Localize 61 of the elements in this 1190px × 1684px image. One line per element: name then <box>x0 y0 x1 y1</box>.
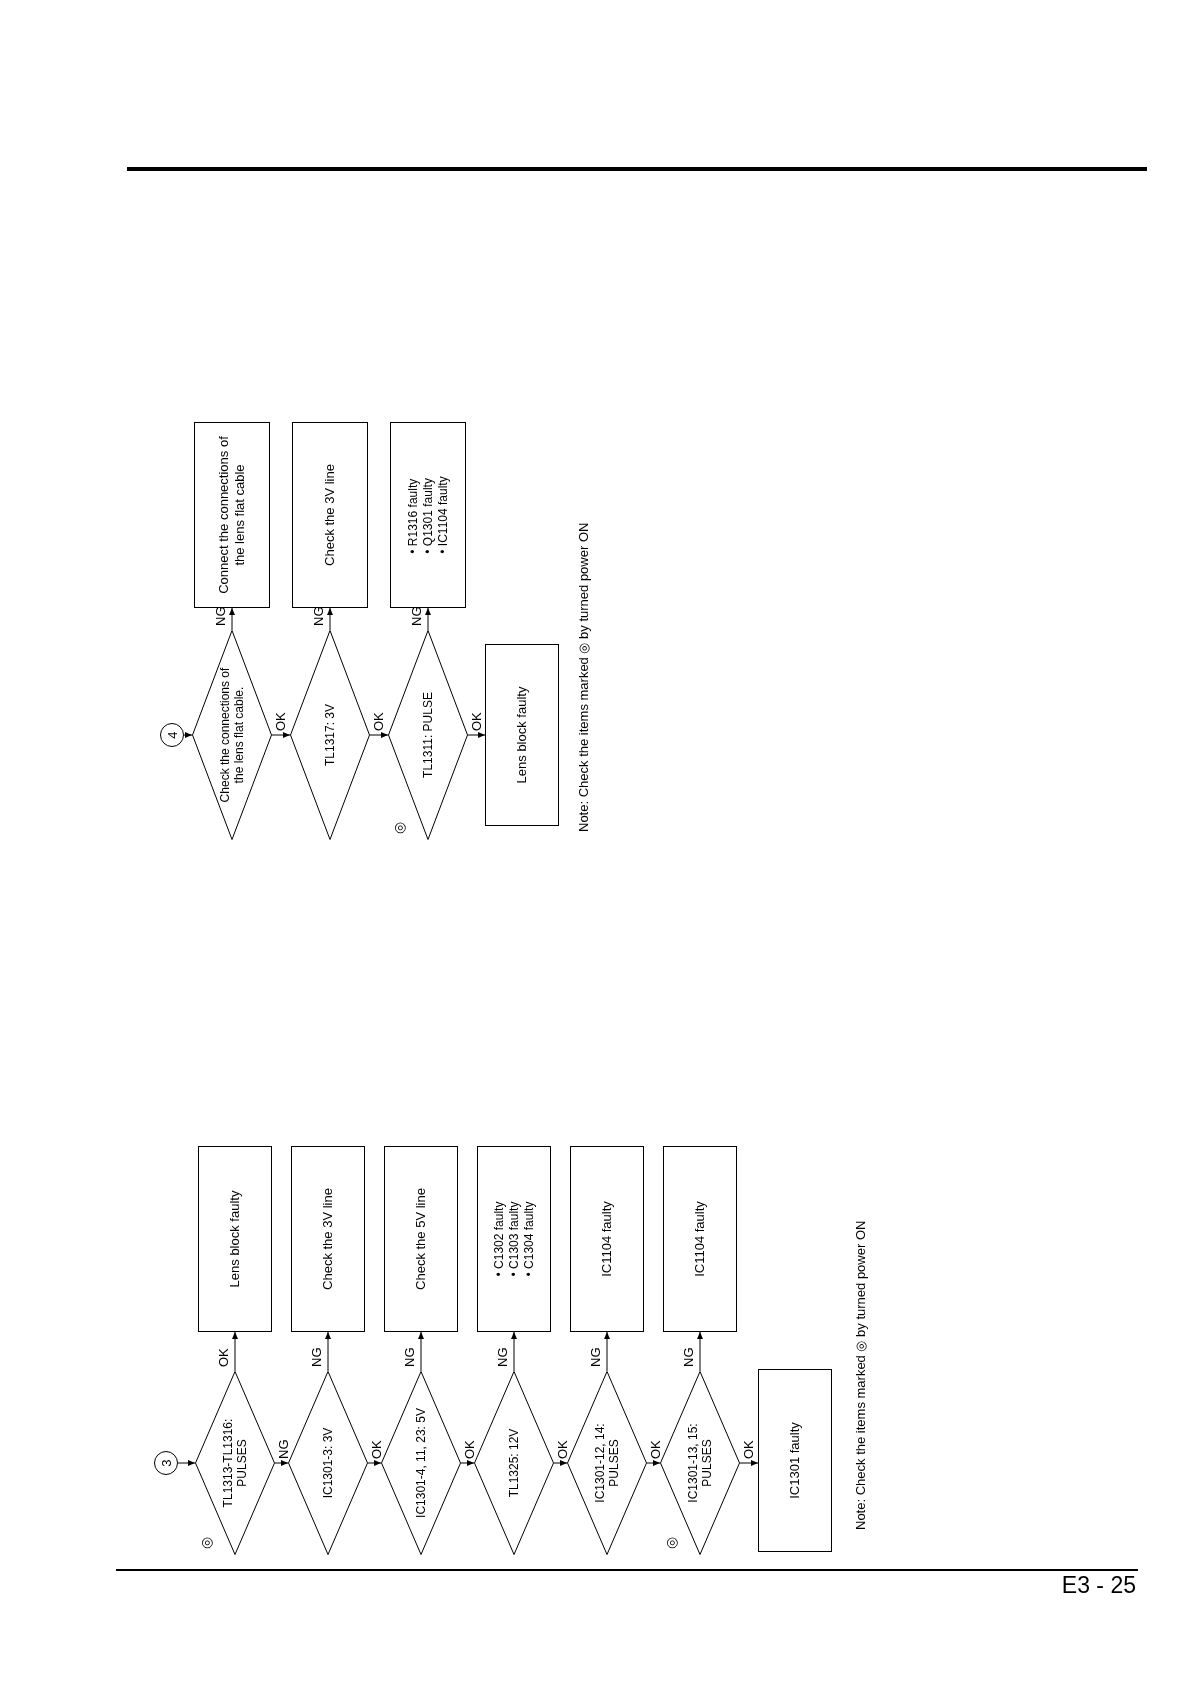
arrow <box>274 1460 289 1466</box>
arrow <box>325 1331 331 1372</box>
arrow <box>271 732 291 738</box>
arrow <box>460 1460 475 1466</box>
decision-text: IC1301-13, 15: PULSES <box>686 1422 714 1505</box>
process-box <box>194 422 270 608</box>
process-box <box>485 644 559 826</box>
arrow <box>467 732 486 738</box>
box-text: Check the 3V line <box>322 463 338 568</box>
arrow <box>425 607 431 631</box>
box-text: Check the 5V line <box>413 1187 429 1292</box>
process-box <box>570 1146 644 1332</box>
note-text: Note: Check the items marked ◎ by turned power ON <box>853 1220 869 1530</box>
arrow <box>511 1331 517 1372</box>
box-text: IC1104 faulty <box>692 1200 708 1279</box>
list-item: • C1302 faulty <box>491 1201 507 1277</box>
arrow <box>418 1331 424 1372</box>
arrow <box>697 1331 703 1372</box>
process-box <box>477 1146 551 1332</box>
decision-text: TL1325: 12V <box>507 1428 521 1498</box>
arrow <box>369 732 389 738</box>
box-text: Check the 3V line <box>320 1187 336 1292</box>
arrow <box>177 1460 196 1466</box>
arrow <box>646 1460 661 1466</box>
process-box <box>758 1369 832 1552</box>
decision-text: TL1313-TL1316: PULSES <box>221 1417 249 1510</box>
decision-text: TL1311: PULSE <box>421 692 435 778</box>
list-item: • C1303 faulty <box>506 1201 522 1277</box>
process-box <box>663 1146 737 1332</box>
arrow <box>183 732 193 738</box>
process-box <box>384 1146 458 1332</box>
marker-symbol: ◎ <box>664 1537 678 1549</box>
box-text: Connect the connections of the lens flat cable <box>216 435 248 596</box>
box-text: IC1104 faulty <box>599 1200 615 1279</box>
decision-text: IC1301-3: 3V <box>321 1427 335 1499</box>
marker-symbol: ◎ <box>392 822 406 834</box>
list-item: • IC1104 faulty <box>435 476 451 554</box>
arrow <box>553 1460 568 1466</box>
box-text: IC1301 faulty <box>787 1421 803 1501</box>
arrow <box>739 1460 759 1466</box>
decision-text: IC1301-12, 14: PULSES <box>593 1422 621 1505</box>
arrow <box>327 607 333 631</box>
marker-symbol: ◎ <box>199 1537 213 1549</box>
decision-text: IC1301-4, 11, 23: 5V <box>414 1408 428 1518</box>
list-item: • R1316 faulty <box>405 478 421 554</box>
process-box <box>292 422 368 608</box>
process-box <box>390 422 466 608</box>
arrow <box>604 1331 610 1372</box>
box-text: Lens block faulty <box>227 1189 243 1290</box>
list-item: • Q1301 faulty <box>420 478 436 554</box>
process-box <box>291 1146 365 1332</box>
arrow <box>229 607 235 631</box>
box-text: Lens block faulty <box>514 685 530 786</box>
note-text: Note: Check the items marked ◎ by turned power ON <box>576 522 592 832</box>
decision-text: TL1317: 3V <box>323 704 337 767</box>
decision-text: Check the connections of the lens flat cable. <box>218 666 246 805</box>
page-number: E3 - 25 <box>1061 1574 1136 1597</box>
process-box <box>198 1146 272 1332</box>
list-item: • C1304 faulty <box>521 1201 537 1277</box>
arrow <box>367 1460 382 1466</box>
arrow <box>232 1331 238 1372</box>
